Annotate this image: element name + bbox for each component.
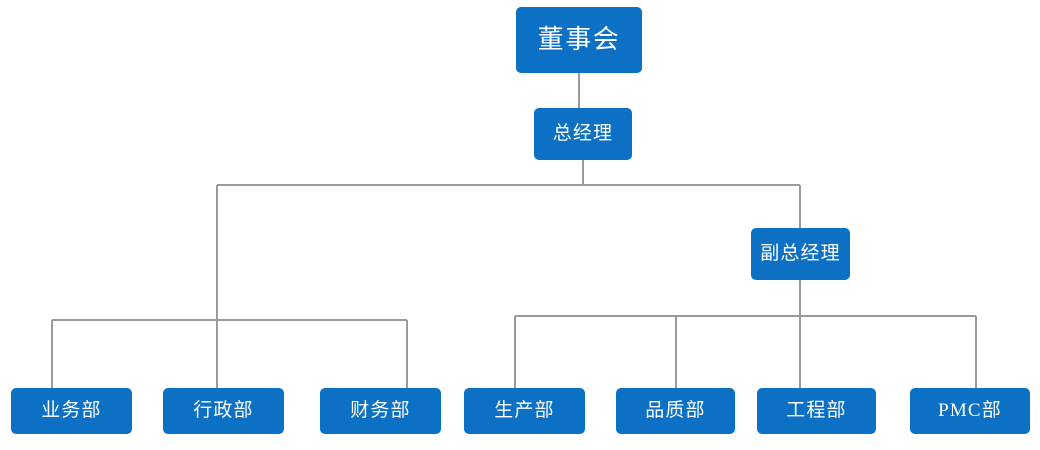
- node-finance-department[interactable]: 财务部: [320, 388, 441, 434]
- node-label-admin-department: 行政部: [193, 399, 254, 421]
- node-label-pmc-department: PMC部: [938, 399, 1002, 421]
- node-engineering-department[interactable]: 工程部: [757, 388, 876, 434]
- node-general-manager[interactable]: 总经理: [534, 108, 632, 160]
- node-pmc-department[interactable]: PMC部: [910, 388, 1030, 434]
- node-sales-department[interactable]: 业务部: [11, 388, 132, 434]
- node-label-board: 董事会: [537, 24, 621, 54]
- node-quality-department[interactable]: 品质部: [616, 388, 735, 434]
- node-label-general-manager: 总经理: [552, 122, 614, 144]
- node-label-production-department: 生产部: [494, 399, 555, 421]
- node-label-deputy-general-manager: 副总经理: [760, 242, 841, 264]
- node-admin-department[interactable]: 行政部: [163, 388, 284, 434]
- node-production-department[interactable]: 生产部: [464, 388, 585, 434]
- node-label-finance-department: 财务部: [350, 399, 411, 421]
- node-label-sales-department: 业务部: [41, 399, 102, 421]
- node-deputy-general-manager[interactable]: 副总经理: [751, 228, 850, 280]
- node-label-engineering-department: 工程部: [786, 399, 847, 421]
- node-label-quality-department: 品质部: [645, 399, 706, 421]
- node-board-of-directors[interactable]: 董事会: [516, 7, 642, 73]
